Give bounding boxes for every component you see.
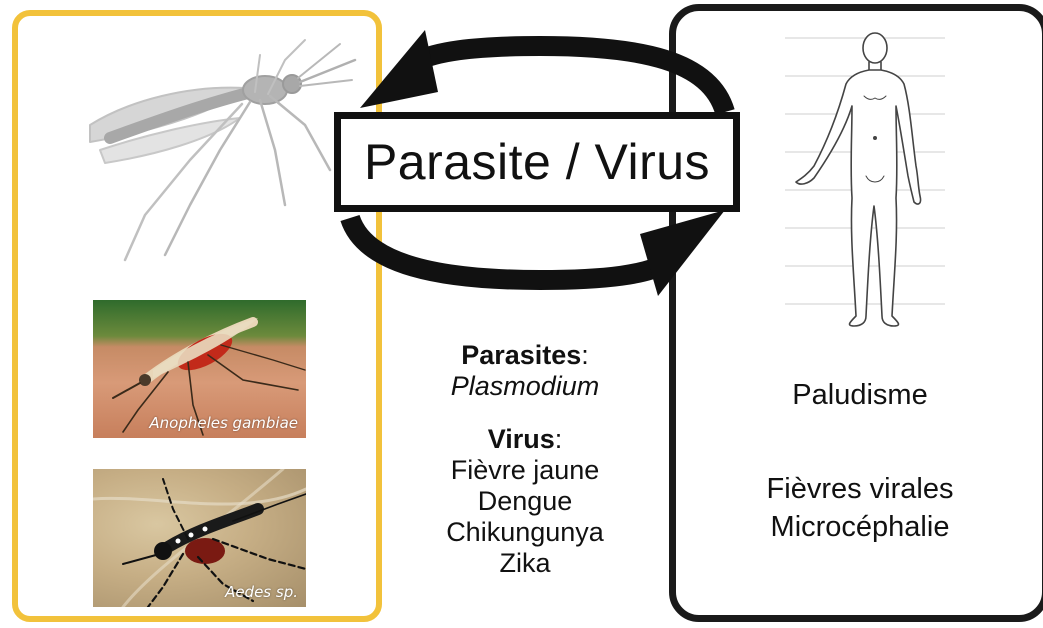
parasitic-disease: Paludisme bbox=[700, 376, 1020, 414]
cycle-arrow-left-icon bbox=[415, 46, 725, 112]
virus-item: Fièvre jaune bbox=[400, 455, 650, 486]
human-figure-icon bbox=[780, 26, 950, 336]
mosquito-sketch-icon bbox=[70, 30, 370, 270]
aedes-caption: Aedes sp. bbox=[225, 583, 298, 601]
diseases-list: Paludisme Fièvres virales Microcéphalie bbox=[700, 376, 1020, 546]
agent-label-box: Parasite / Virus bbox=[334, 112, 740, 212]
agents-list: Parasites: Plasmodium Virus: Fièvre jaun… bbox=[400, 340, 650, 601]
anopheles-photo: Anopheles gambiae bbox=[93, 300, 306, 438]
parasites-heading: Parasites bbox=[461, 340, 581, 370]
agent-label: Parasite / Virus bbox=[364, 133, 710, 191]
cycle-arrow-left-head bbox=[360, 30, 438, 108]
virus-item: Dengue bbox=[400, 486, 650, 517]
anopheles-caption: Anopheles gambiae bbox=[149, 414, 298, 432]
viruses-group: Virus: Fièvre jaune Dengue Chikungunya Z… bbox=[400, 424, 650, 579]
parasites-group: Parasites: Plasmodium bbox=[400, 340, 650, 402]
viruses-heading: Virus bbox=[488, 424, 555, 454]
cycle-arrow-right-icon bbox=[350, 218, 665, 280]
aedes-photo: Aedes sp. bbox=[93, 469, 306, 607]
cycle-arrow-right-head bbox=[640, 210, 725, 296]
virus-item: Chikungunya bbox=[400, 517, 650, 548]
viral-disease: Microcéphalie bbox=[700, 508, 1020, 546]
virus-item: Zika bbox=[400, 548, 650, 579]
viral-disease: Fièvres virales bbox=[700, 470, 1020, 508]
parasite-item: Plasmodium bbox=[400, 371, 650, 402]
